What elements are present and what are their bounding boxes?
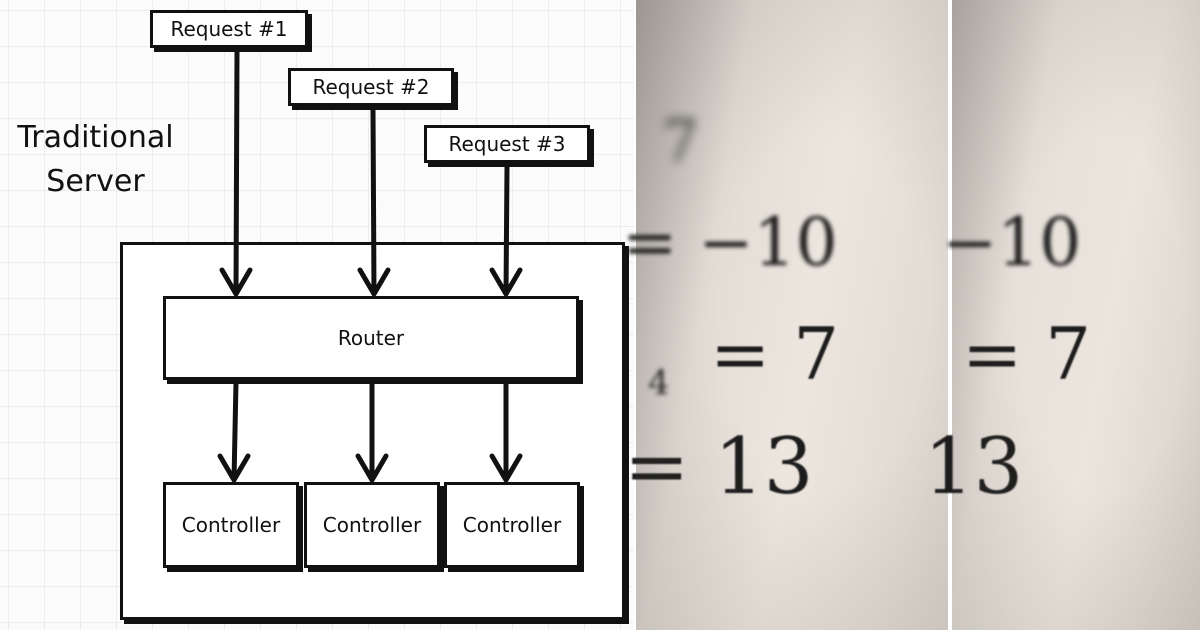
server-title-line1: Traditional (17, 120, 174, 155)
request-label-3: Request #3 (448, 132, 566, 156)
router-box: Router (163, 296, 579, 380)
server-title: Traditional Server (8, 116, 183, 204)
controller-label-3: Controller (462, 513, 562, 537)
photo-crop-line-3: 13 (924, 422, 1024, 512)
controller-box-1: Controller (163, 482, 299, 568)
arrow-request-3-to-router (489, 164, 523, 297)
photo-line-2: = 7 (710, 312, 840, 396)
diagram-panel: Traditional Server Request #1 Request #2… (0, 0, 634, 630)
photo-line-1: = −10 (622, 204, 838, 281)
controller-label-1: Controller (181, 513, 281, 537)
panel-divider-1 (634, 0, 636, 630)
equation-photo: 7 = −10 4 = 7 = 13 (622, 0, 948, 630)
photo-line-2-sub: 4 (648, 363, 670, 403)
controller-box-2: Controller (304, 482, 440, 568)
photo-crop-line-1: −10 (942, 204, 1082, 281)
panel-divider-2 (948, 0, 952, 630)
request-label-2: Request #2 (312, 75, 430, 99)
equation-photo-crop: −10 = 7 13 (924, 0, 1200, 630)
router-label: Router (337, 326, 405, 350)
request-box-3: Request #3 (424, 125, 590, 163)
photo-line-3: = 13 (624, 422, 814, 512)
arrow-request-1-to-router (219, 49, 253, 297)
request-box-1: Request #1 (150, 10, 308, 48)
diagram-arrows (217, 49, 523, 483)
request-box-2: Request #2 (288, 68, 454, 106)
server-title-line2: Server (46, 164, 145, 199)
arrow-router-to-controller-1 (217, 379, 251, 483)
controller-label-2: Controller (322, 513, 422, 537)
request-label-1: Request #1 (170, 17, 288, 41)
arrow-router-to-controller-2 (355, 379, 389, 483)
arrow-router-to-controller-3 (489, 379, 523, 483)
photo-crop-line-2: = 7 (962, 312, 1092, 396)
arrow-request-2-to-router (357, 107, 391, 297)
controller-box-3: Controller (444, 482, 580, 568)
photo-top-glyph: 7 (662, 107, 699, 175)
